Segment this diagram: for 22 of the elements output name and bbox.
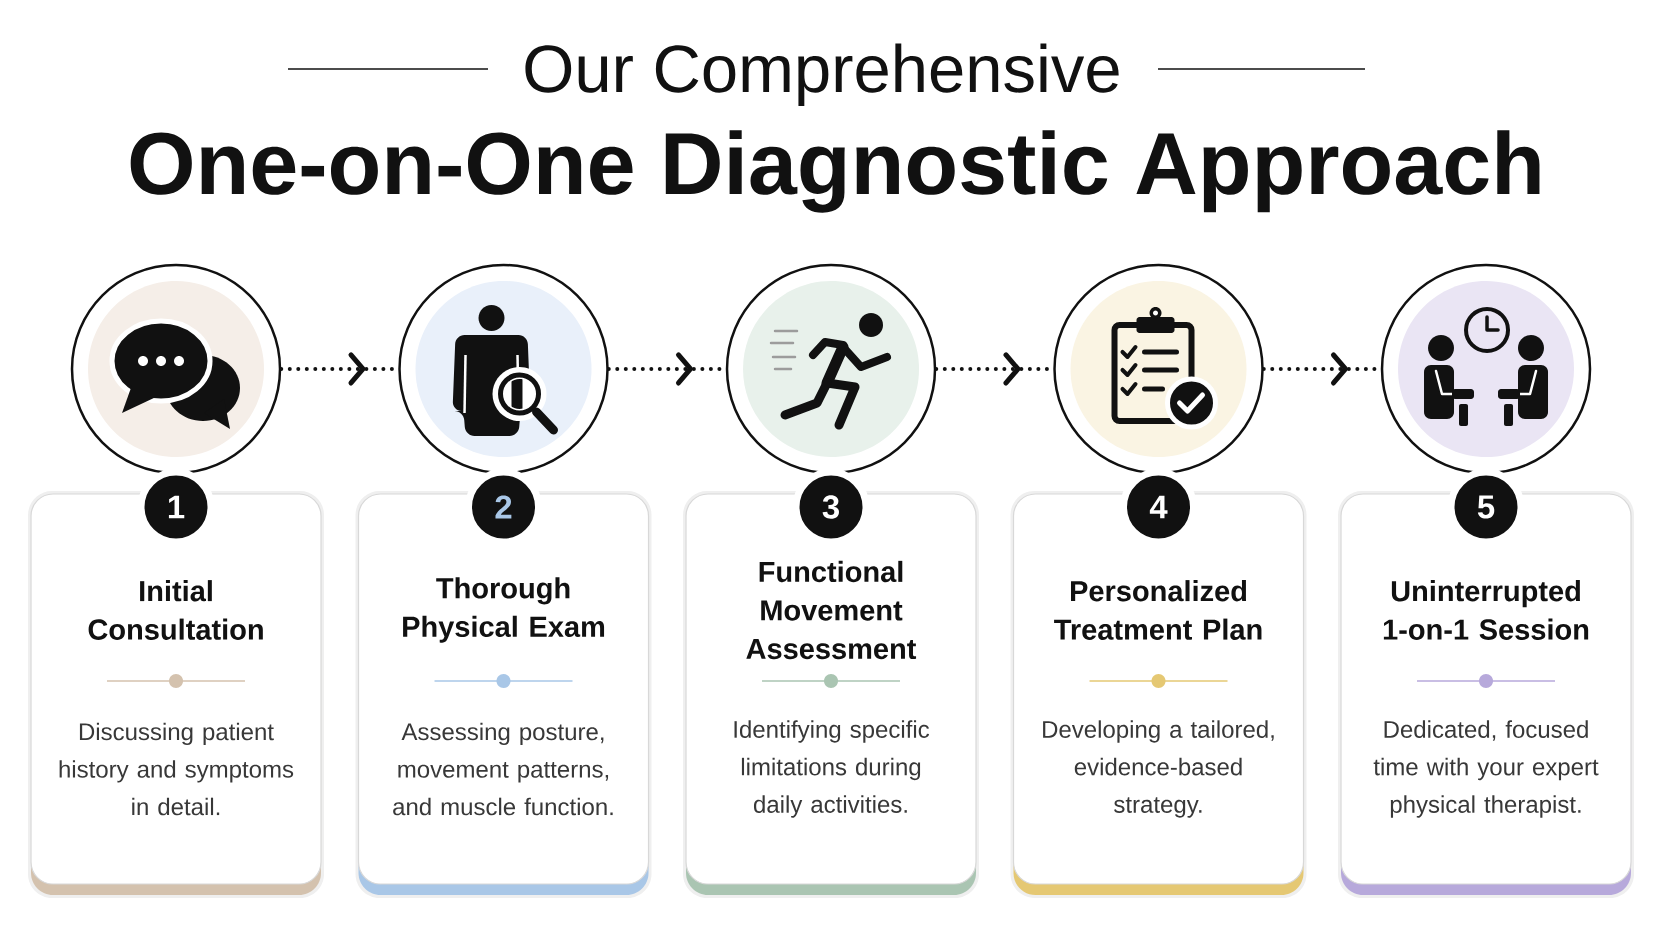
card-text: Assessing posture, movement patterns, and muscle function. [393,722,613,816]
card-text: Discussing patient history and symptoms in detail. [59,722,294,816]
number-badge: 4 [1120,468,1197,546]
card-heading: Initial Consultation [88,580,263,640]
step-card [683,491,979,898]
card-heading: Functional Movement Assessment [746,560,917,660]
card-text: Identifying specific limitations during daily activities. [734,720,930,818]
card-heading: Thorough Physical Exam [403,577,605,643]
subtitle: Our Comprehensive [525,43,1119,106]
number-badge: 5 [1447,468,1525,546]
number-badge: 3 [792,468,870,546]
card-heading: Uninterrupted 1-on-1 Session [1383,580,1589,640]
card-text: Dedicated, focused time with your expert physical therapist. [1373,720,1599,818]
step-card [28,491,324,898]
number-badge: 1 [137,468,215,546]
step-card [355,491,652,898]
title: One-on-One Diagnostic Approach [130,130,1540,213]
step-card [1010,491,1307,898]
step-card [1338,491,1634,898]
card-text: Developing a tailored, evidence-based strategy. [1043,720,1274,818]
number-badge: 2 [465,468,542,546]
card-heading: Personalized Treatment Plan [1054,580,1262,640]
